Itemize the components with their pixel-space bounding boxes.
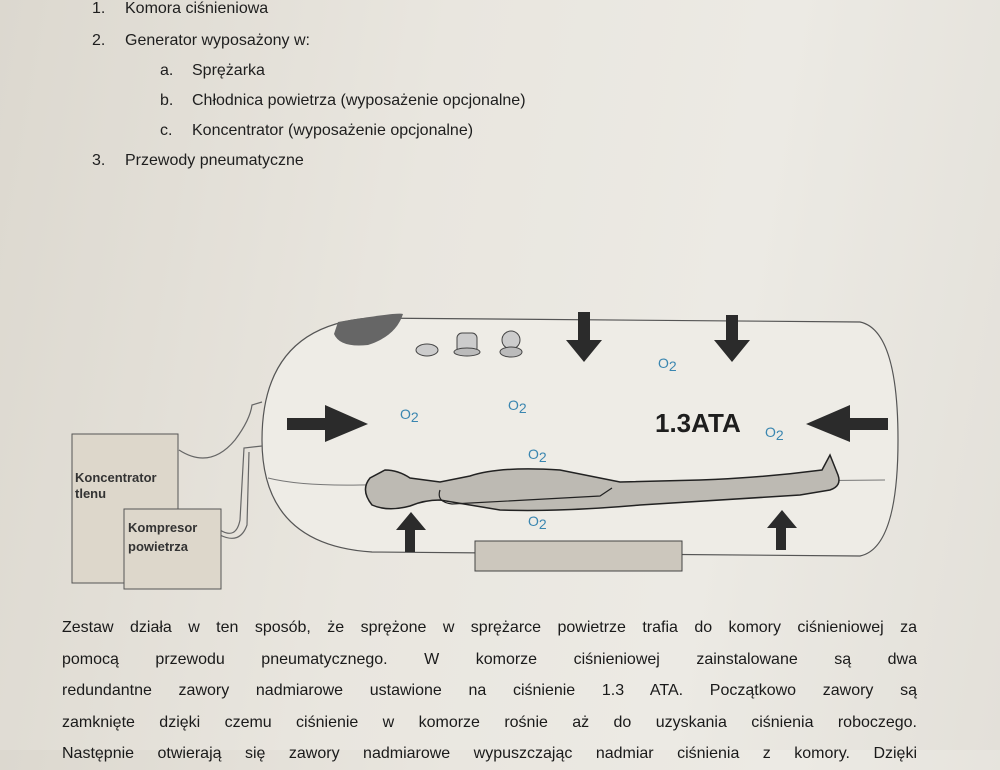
paragraph-line: Następnie otwierają się zawory nadmiarow… xyxy=(62,745,917,762)
compressor-label: powietrza xyxy=(128,539,189,554)
arrow-down-icon xyxy=(566,312,602,362)
valves xyxy=(415,330,523,358)
concentrator-label: Koncentrator xyxy=(75,470,157,485)
bed-base xyxy=(474,540,683,572)
window-hatch xyxy=(334,313,403,346)
hyperbaric-chamber-diagram: Koncentrator tlenu Kompresor powietrza 1… xyxy=(71,312,899,590)
sublist-item-cooler: Chłodnica powietrza (wyposażenie opcjona… xyxy=(192,92,526,109)
arrow-up-icon xyxy=(396,512,426,552)
arrow-left-icon xyxy=(806,405,888,442)
body-paragraph: Zestaw działa w ten sposób, że sprężone … xyxy=(62,612,917,770)
o2-label: O2 xyxy=(658,355,677,374)
paragraph-line: zamknięte dzięki czemu ciśnienie w komor… xyxy=(62,713,917,731)
pressure-label: 1.3ATA xyxy=(655,408,741,438)
arrow-down-icon xyxy=(714,315,750,362)
list-number: 1. xyxy=(92,0,106,17)
sublist-item-concentrator: Koncentrator (wyposażenie opcjonalne) xyxy=(192,122,474,139)
sublist-letter: a. xyxy=(160,62,174,79)
arrow-right-icon xyxy=(287,405,368,442)
list-item-chamber: Komora ciśnieniowa xyxy=(125,0,269,17)
oxygen-labels: O2 O2 O2 O2 O2 O2 xyxy=(400,355,784,532)
concentrator-label: tlenu xyxy=(75,486,106,501)
o2-label: O2 xyxy=(528,446,547,465)
o2-label: O2 xyxy=(528,513,547,532)
o2-label: O2 xyxy=(400,406,419,425)
air-compressor-box xyxy=(123,508,222,590)
list-item-generator: Generator wyposażony w: xyxy=(125,32,310,49)
paragraph-line: redundantne zawory nadmiarowe ustawione … xyxy=(62,682,917,699)
o2-label: O2 xyxy=(765,424,784,443)
arrow-up-icon xyxy=(767,510,797,550)
o2-label: O2 xyxy=(508,397,527,416)
sublist-item-compressor: Sprężarka xyxy=(192,62,265,79)
pneumatic-hoses xyxy=(178,401,263,539)
sublist-letter: c. xyxy=(160,122,173,139)
list-item-hoses: Przewody pneumatyczne xyxy=(125,152,304,169)
paragraph-line: pomocą przewodu pneumatycznego. W komorz… xyxy=(62,650,917,668)
list-number: 2. xyxy=(92,32,106,49)
patient-silhouette xyxy=(364,453,840,512)
compressor-label: Kompresor xyxy=(128,520,197,535)
pressure-arrows xyxy=(287,312,888,552)
sublist-letter: b. xyxy=(160,92,174,109)
paragraph-line: Zestaw działa w ten sposób, że sprężone … xyxy=(62,619,917,636)
list-number: 3. xyxy=(92,152,106,169)
